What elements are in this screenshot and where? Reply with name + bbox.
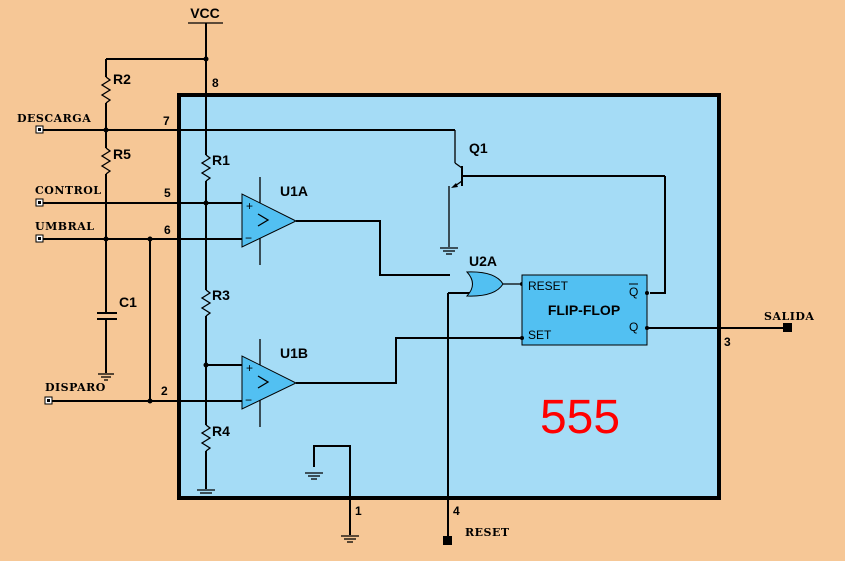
- comparator-u1a: [241, 177, 298, 265]
- wire-qbar-feedback: [650, 176, 666, 294]
- r1-label: R1: [212, 152, 230, 168]
- terminal-dot: [38, 237, 41, 240]
- ff-set-label: SET: [528, 328, 552, 342]
- transistor-q1: [451, 162, 665, 188]
- pin-8-label: 8: [212, 76, 219, 90]
- u1b-minus: −: [245, 393, 252, 407]
- ground-icon: [197, 489, 215, 494]
- u1a-label: U1A: [280, 183, 308, 199]
- junction: [103, 236, 109, 242]
- wire-gnd: [313, 445, 351, 535]
- ground-icon: [305, 472, 323, 480]
- junction: [147, 398, 153, 404]
- u2a-label: U2A: [469, 253, 497, 269]
- ff-q-label: Q: [629, 320, 638, 334]
- vcc-label: VCC: [190, 5, 220, 21]
- junction: [203, 200, 209, 206]
- u1a-minus: −: [245, 231, 252, 245]
- control-label: CONTROL: [35, 184, 102, 197]
- pin-6-label: 6: [164, 223, 171, 237]
- ground-icon: [98, 373, 114, 381]
- junction: [203, 362, 209, 368]
- reset-terminal[interactable]: [443, 536, 452, 545]
- q1-label: Q1: [469, 140, 488, 156]
- salida-terminal[interactable]: [783, 323, 792, 332]
- pin-4-label: 4: [453, 504, 460, 518]
- junction: [520, 336, 524, 340]
- r5-label: R5: [113, 146, 131, 162]
- resistor-r5: [100, 147, 112, 175]
- junction: [103, 127, 109, 133]
- terminal-dot: [38, 201, 41, 204]
- disparo-label: DISPARO: [45, 381, 106, 394]
- reset-label: RESET: [465, 526, 510, 539]
- salida-label: SALIDA: [764, 310, 814, 323]
- or-gate-u2a: [465, 271, 504, 297]
- resistor-r1: [200, 154, 212, 182]
- ff-name: FLIP-FLOP: [548, 302, 620, 318]
- wire-u1b-out: [296, 337, 522, 384]
- pin-5-label: 5: [164, 186, 171, 200]
- ground-icon: [440, 247, 458, 255]
- resistor-r4: [200, 424, 212, 452]
- pin-2-label: 2: [161, 384, 168, 398]
- ground-icon: [341, 535, 359, 543]
- r3-label: R3: [212, 287, 230, 303]
- pin-3-label: 3: [724, 335, 731, 349]
- u1a-plus: +: [246, 199, 253, 213]
- wire-u1a-out: [296, 220, 450, 276]
- chip-title: 555: [540, 391, 620, 444]
- resistor-r2: [100, 76, 112, 104]
- u1b-plus: +: [246, 361, 253, 375]
- terminal-dot: [47, 399, 50, 402]
- ff-reset-label: RESET: [528, 279, 569, 293]
- descarga-label: DESCARGA: [17, 112, 91, 125]
- u1b-label: U1B: [280, 345, 308, 361]
- comparator-u1b: [241, 339, 298, 427]
- junction: [645, 291, 649, 295]
- flip-flop-block: [521, 274, 648, 346]
- umbral-label: UMBRAL: [35, 220, 94, 233]
- resistor-r3: [200, 289, 212, 317]
- pin-1-label: 1: [355, 504, 362, 518]
- pin-7-label: 7: [163, 114, 170, 128]
- c1-label: C1: [119, 294, 137, 310]
- r4-label: R4: [212, 423, 230, 439]
- r2-label: R2: [113, 71, 131, 87]
- terminal-dot: [38, 128, 41, 131]
- ff-qbar-label: Q: [629, 285, 638, 299]
